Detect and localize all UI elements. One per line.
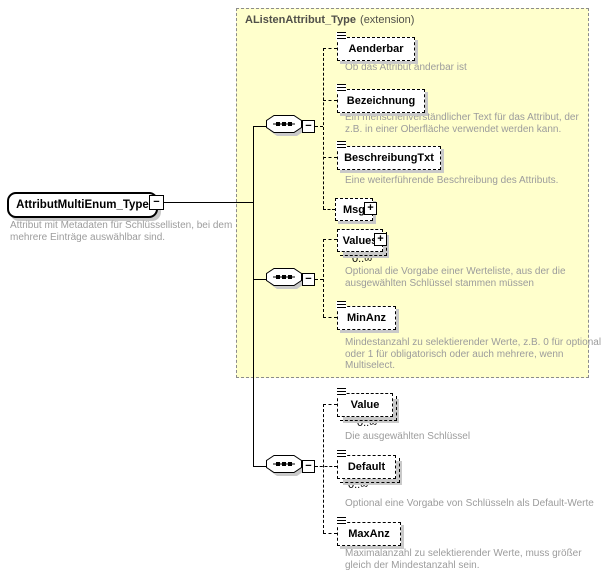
- connector-dashed: [323, 100, 337, 101]
- minus-icon: −: [153, 196, 160, 208]
- element-label: MinAnz: [346, 312, 387, 324]
- connector-dashed: [323, 239, 324, 317]
- element-description: Maximalanzahl zu selektierender Werte, m…: [345, 548, 582, 571]
- element-description: Eine weiterführende Beschreibung des Att…: [345, 175, 559, 186]
- connector-dashed: [323, 404, 337, 405]
- connector-dashed: [323, 239, 337, 240]
- element-default[interactable]: Default: [336, 450, 400, 483]
- element-beschreibungtxt[interactable]: BeschreibungTxt: [336, 141, 441, 170]
- plus-icon: +: [377, 233, 384, 245]
- connector-line: [253, 466, 267, 467]
- text-content-icon: [336, 388, 346, 396]
- extension-title: AListenAttribut_Type(extension): [245, 14, 414, 26]
- connector-dashed: [323, 404, 324, 533]
- connector-dashed: [323, 48, 324, 209]
- element-description: Ob das Attribut änderbar ist: [345, 62, 467, 73]
- connector-line: [164, 202, 253, 203]
- collapse-button[interactable]: −: [302, 273, 315, 286]
- collapse-button[interactable]: −: [149, 195, 164, 210]
- element-label: Values: [342, 234, 378, 247]
- element-description: Optional eine Vorgabe von Schlüsseln als…: [345, 498, 594, 509]
- element-label: Bezeichnung: [346, 95, 416, 107]
- connector-dashed: [323, 317, 337, 318]
- element-description: Mindestanzahl zu selektierender Werte, z…: [345, 337, 602, 371]
- text-content-icon: [336, 84, 346, 92]
- connector-line: [253, 126, 267, 127]
- extension-title-suffix: (extension): [360, 14, 415, 26]
- connector-dashed: [323, 48, 337, 49]
- connector-dashed: [323, 533, 337, 534]
- occurrence-label: 0..∞: [352, 253, 373, 265]
- expand-button[interactable]: +: [374, 233, 387, 246]
- connector-dashed: [315, 279, 323, 280]
- element-label: Msg: [343, 203, 365, 216]
- text-content-icon: [336, 301, 346, 309]
- element-label: Default: [347, 461, 386, 473]
- connector-line: [253, 279, 267, 280]
- sequence-compositor-icon: [266, 268, 304, 289]
- element-aenderbar[interactable]: Aenderbar: [336, 32, 415, 61]
- element-value[interactable]: Value: [336, 388, 397, 421]
- connector-line: [253, 126, 254, 466]
- element-minanz[interactable]: MinAnz: [336, 301, 396, 330]
- element-description: Optional die Vorgabe einer Werteliste, a…: [345, 266, 566, 289]
- minus-icon: −: [305, 120, 312, 132]
- element-label: AttributMultiEnum_Type: [16, 199, 149, 211]
- text-content-icon: [336, 517, 346, 525]
- sequence-compositor-icon: [266, 455, 304, 476]
- element-label: BeschreibungTxt: [344, 152, 434, 164]
- minus-icon: −: [305, 273, 312, 285]
- element-attributmultienum-type[interactable]: AttributMultiEnum_Type: [7, 192, 158, 218]
- text-content-icon: [336, 450, 346, 458]
- expand-button[interactable]: +: [364, 202, 377, 215]
- collapse-button[interactable]: −: [302, 120, 315, 133]
- plus-icon: +: [367, 202, 374, 214]
- text-content-icon: [336, 32, 346, 40]
- element-label: MaxAnz: [348, 528, 390, 540]
- element-label: Aenderbar: [348, 43, 404, 55]
- element-description: Ein menschenverständlicher Text für das …: [345, 112, 579, 135]
- element-bezeichnung[interactable]: Bezeichnung: [336, 84, 425, 113]
- occurrence-label: 0..∞: [348, 479, 369, 491]
- minus-icon: −: [305, 460, 312, 472]
- connector-dashed: [315, 466, 337, 467]
- element-maxanz[interactable]: MaxAnz: [336, 517, 401, 546]
- connector-dashed: [323, 157, 337, 158]
- extension-title-name: AListenAttribut_Type: [245, 14, 357, 26]
- sequence-compositor-icon: [266, 115, 304, 136]
- element-values[interactable]: Values: [337, 229, 387, 256]
- extension-container: AListenAttribut_Type(extension): [236, 8, 589, 378]
- connector-dashed: [315, 126, 323, 127]
- connector-dashed: [323, 209, 335, 210]
- element-label: Value: [350, 399, 380, 411]
- collapse-button[interactable]: −: [302, 460, 315, 473]
- element-msg[interactable]: Msg: [335, 198, 373, 221]
- element-description: Die ausgewählten Schlüssel: [345, 431, 471, 442]
- element-description: Attribut mit Metadaten für Schlüssellist…: [10, 220, 233, 243]
- text-content-icon: [336, 141, 346, 149]
- occurrence-label: 0..∞: [357, 417, 378, 429]
